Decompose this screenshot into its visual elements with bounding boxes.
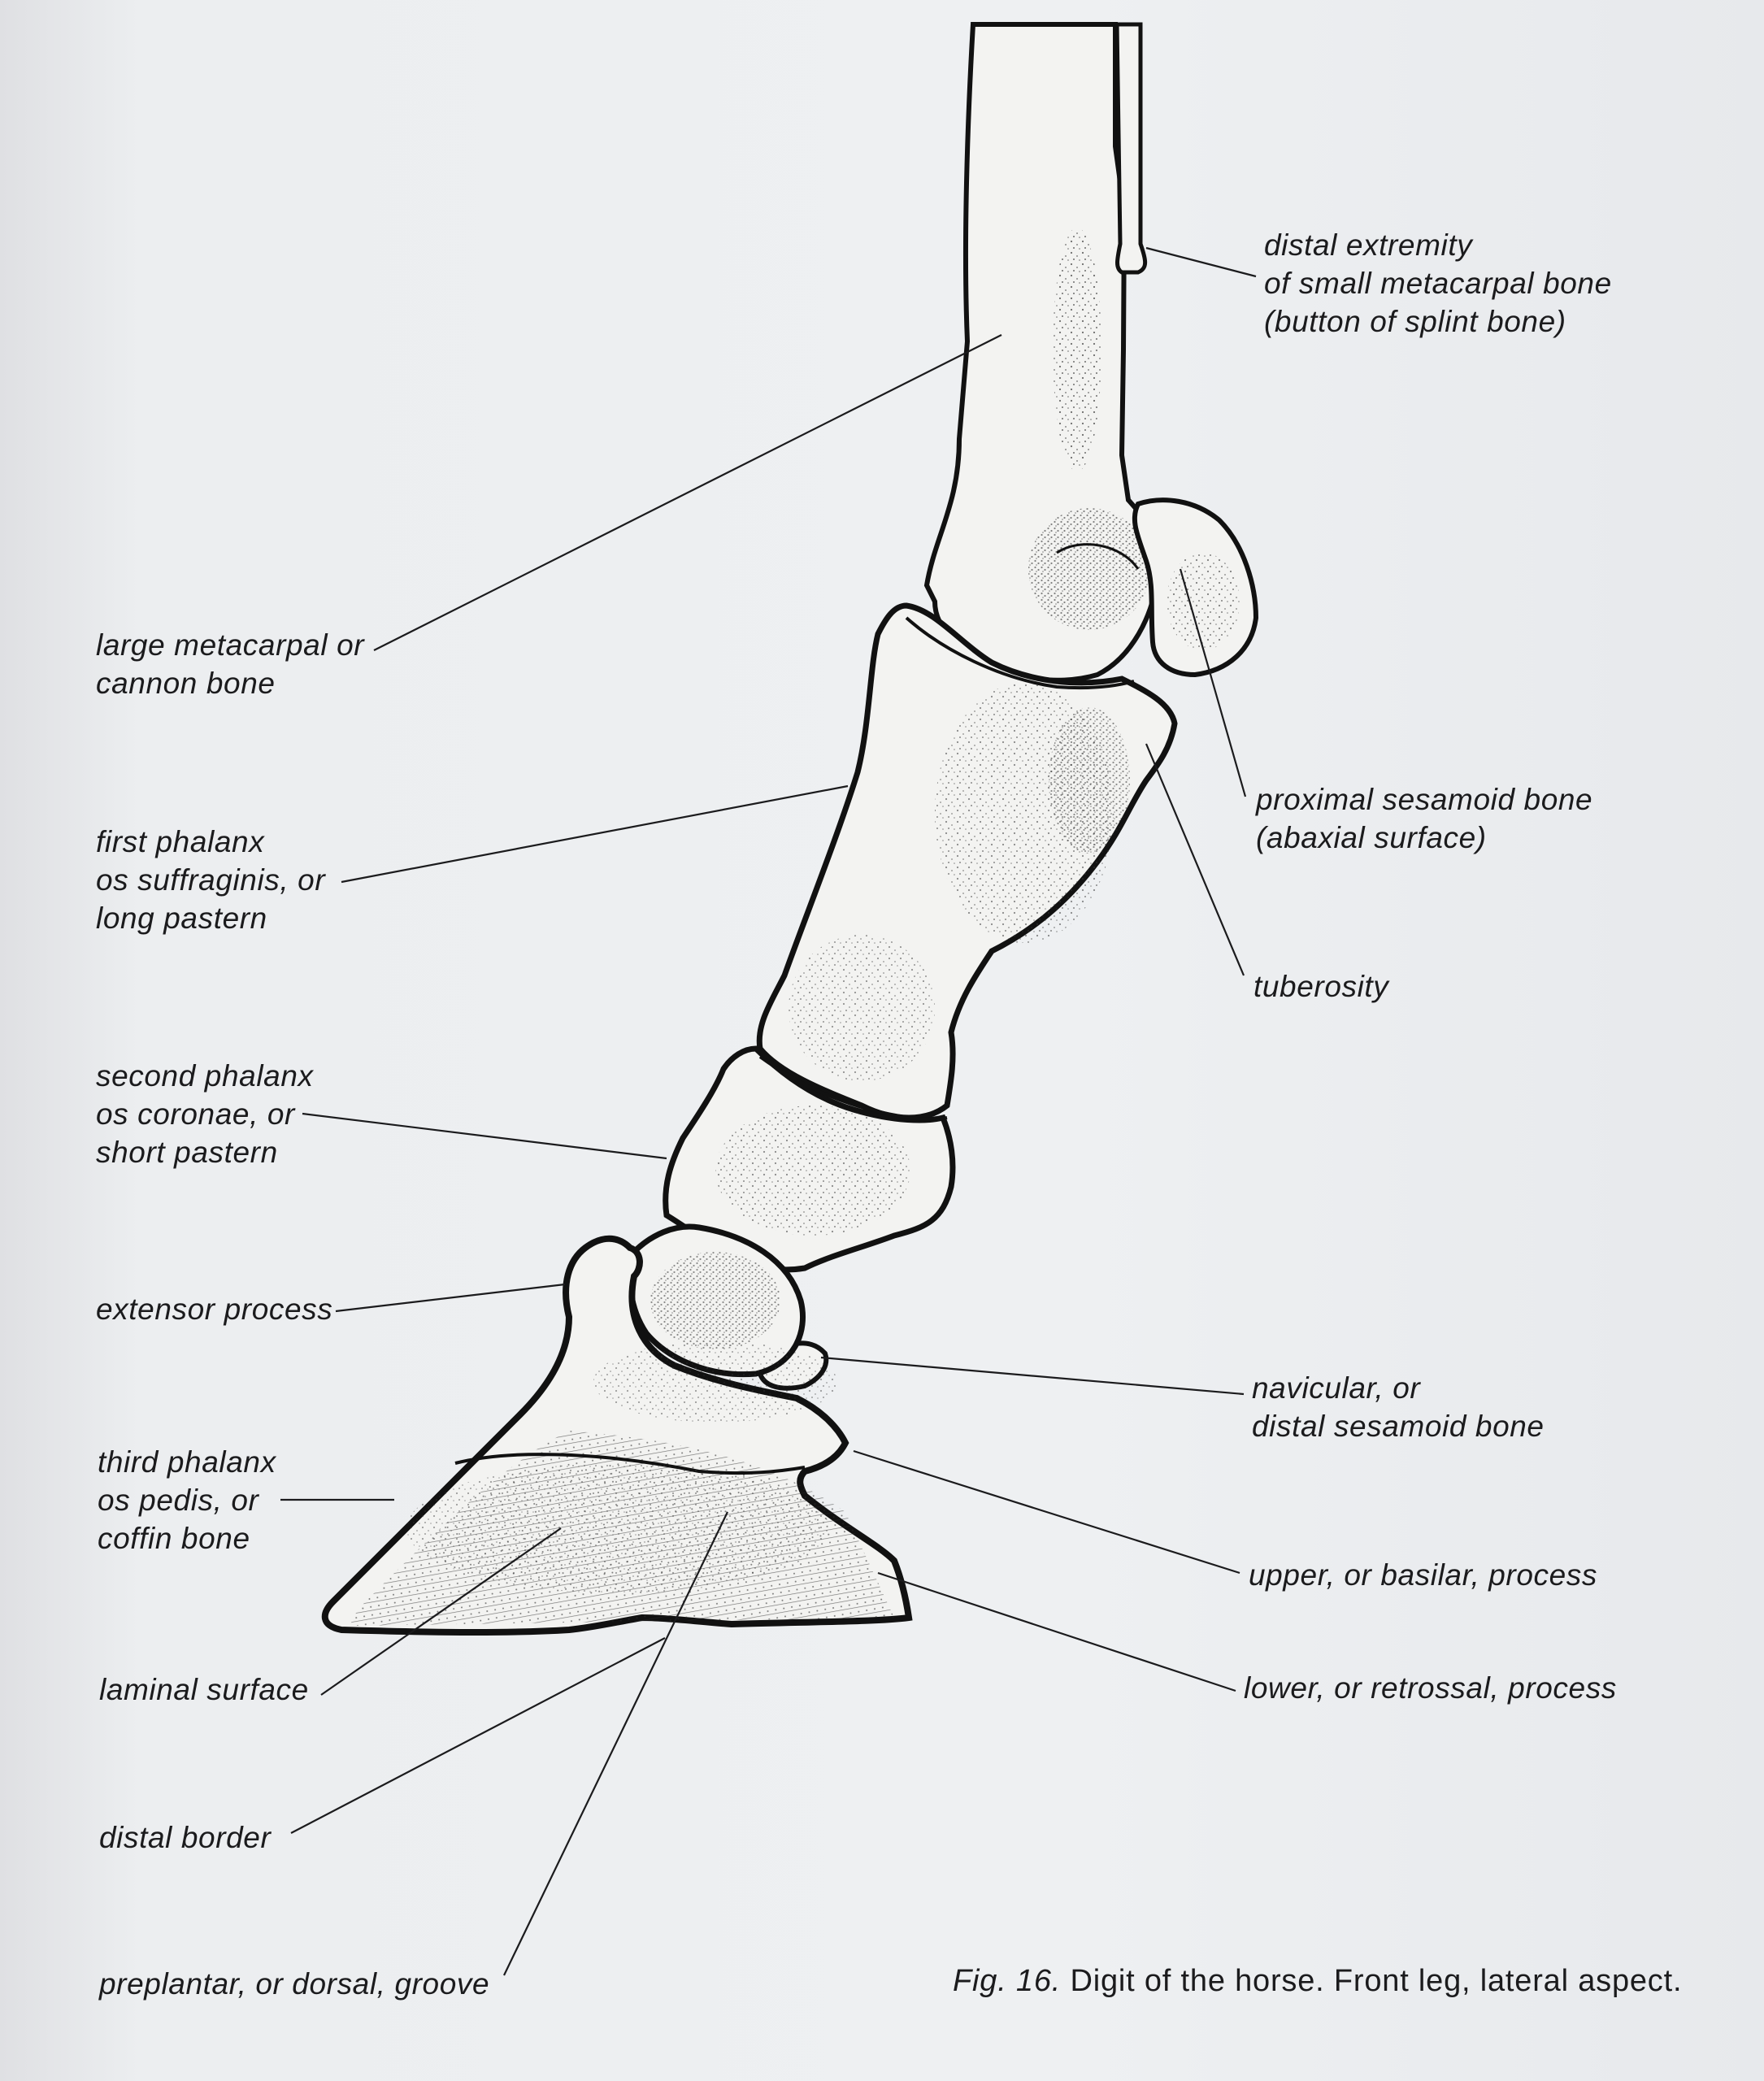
leader-lines [280, 246, 1257, 1976]
label-tuberosity: tuberosity [1253, 970, 1389, 1003]
figure-caption-text: Digit of the horse. Front leg, lateral a… [1070, 1964, 1683, 1998]
splint-bone-button [1114, 22, 1148, 275]
label-distal-extremity: distal extremity of small metacarpal bon… [1264, 228, 1612, 338]
label-third-phalanx: third phalanx os pedis, or coffin bone [98, 1445, 276, 1555]
label-extensor-process: extensor process [96, 1292, 333, 1326]
label-large-metacarpal: large metacarpal or cannon bone [96, 628, 365, 700]
label-distal-border: distal border [99, 1821, 272, 1854]
label-laminal-surface: laminal surface [99, 1673, 309, 1706]
label-upper-process: upper, or basilar, process [1249, 1558, 1597, 1592]
label-first-phalanx: first phalanx os suffraginis, or long pa… [96, 825, 326, 935]
label-navicular: navicular, or distal sesamoid bone [1252, 1371, 1545, 1443]
label-second-phalanx: second phalanx os coronae, or short past… [96, 1059, 314, 1169]
label-proximal-sesamoid: proximal sesamoid bone (abaxial surface) [1256, 783, 1593, 854]
label-lower-process: lower, or retrossal, process [1244, 1671, 1617, 1705]
figure-caption: Fig. 16. Digit of the horse. Front leg, … [953, 1964, 1682, 1999]
figure-number: Fig. 16. [953, 1964, 1062, 1998]
label-preplantar-groove: preplantar, or dorsal, groove [99, 1967, 490, 2001]
